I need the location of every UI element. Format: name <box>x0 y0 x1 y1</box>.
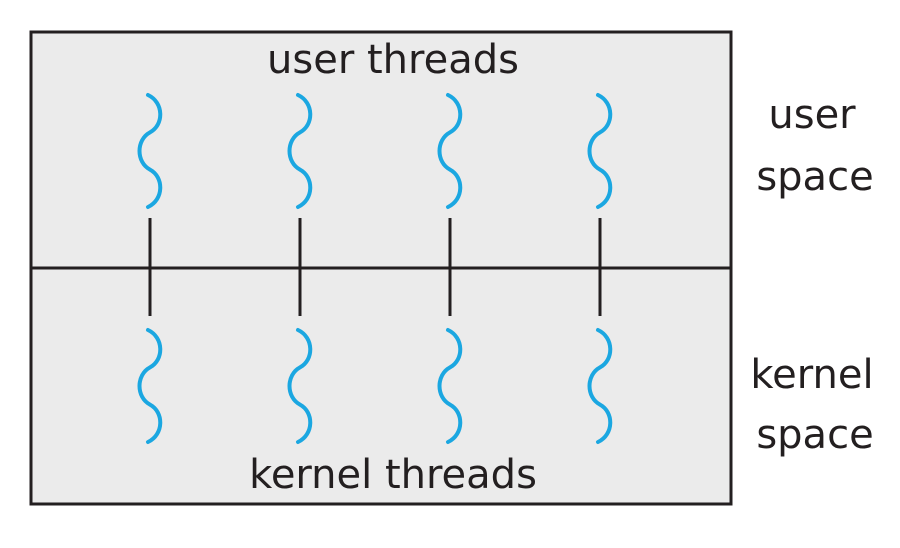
kernel-thread-4 <box>587 328 613 444</box>
user-threads-label: user threads <box>267 37 519 83</box>
kernel-threads-label: kernel threads <box>249 452 537 498</box>
threads-layer <box>137 93 613 444</box>
user-thread-3 <box>437 93 463 209</box>
user-thread-2 <box>287 93 313 209</box>
kernel-thread-2 <box>287 328 313 444</box>
kernel-thread-1 <box>137 328 163 444</box>
kernel-space-label-line2: space <box>756 412 873 458</box>
user-thread-1 <box>137 93 163 209</box>
kernel-space-label-line1: kernel <box>750 352 873 398</box>
user-thread-4 <box>587 93 613 209</box>
kernel-thread-3 <box>437 328 463 444</box>
user-space-label-line2: space <box>756 154 873 200</box>
user-space-label-line1: user <box>768 92 856 138</box>
